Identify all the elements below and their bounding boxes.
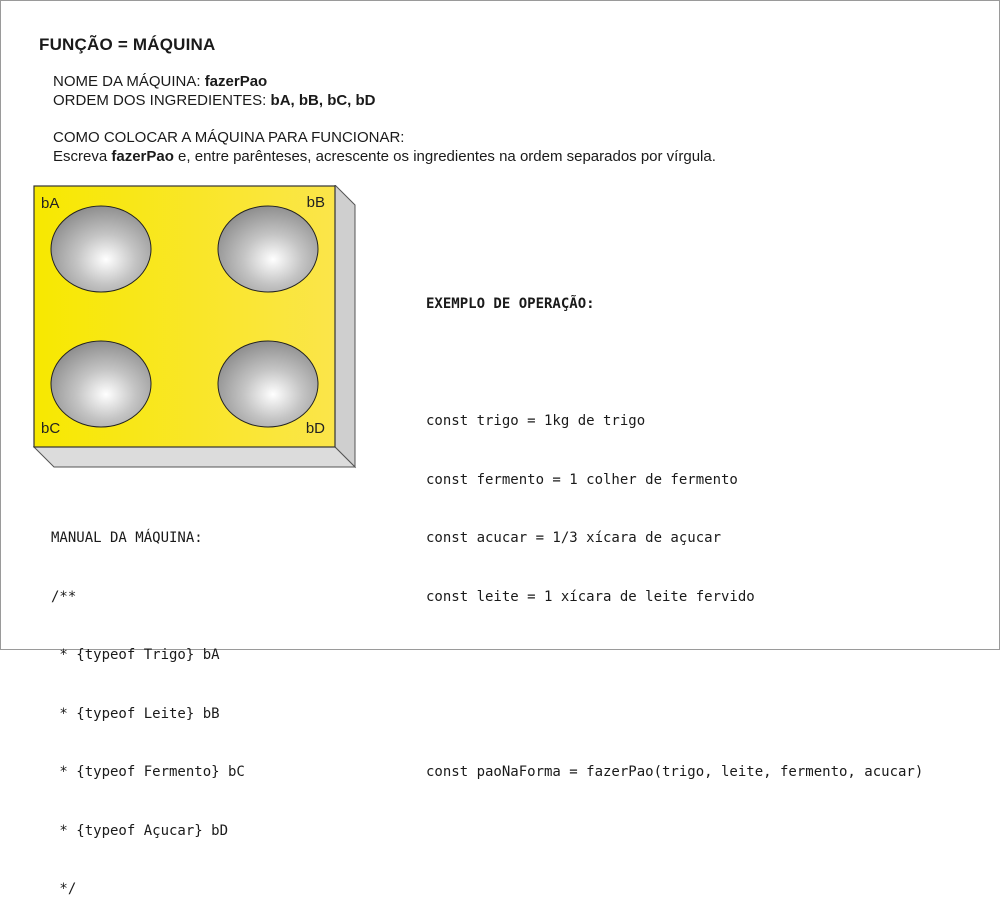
manual-line: /**	[51, 588, 77, 605]
howto-function-name: fazerPao	[111, 148, 174, 165]
howto-text: Escreva fazerPao e, entre parênteses, ac…	[53, 147, 716, 166]
machine-bottom-face	[33, 446, 357, 468]
manual-heading: MANUAL DA MÁQUINA:	[51, 530, 203, 546]
example-line: const leite = 1 xícara de leite fervido	[426, 588, 755, 605]
howto-text-before: Escreva	[53, 148, 112, 165]
manual-line: * {typeof Açucar} bD	[51, 822, 229, 839]
label-ba: bA	[41, 195, 59, 212]
ingredient-order-label: ORDEM DOS INGREDIENTES:	[53, 92, 271, 109]
manual-line: * {typeof Trigo} bA	[51, 647, 220, 663]
hole-bb	[217, 205, 319, 293]
example-call: const paoNaForma = fazerPao(trigo, leite…	[426, 764, 924, 780]
hole-bc	[50, 340, 152, 428]
hole-bd	[217, 340, 319, 428]
howto-heading: COMO COLOCAR A MÁQUINA PARA FUNCIONAR:	[53, 129, 405, 146]
example-spacer	[426, 354, 923, 374]
example-section: EXEMPLO DE OPERAÇÃO: const trigo = 1kg d…	[426, 256, 923, 802]
hole-ba	[50, 205, 152, 293]
manual-line: * {typeof Fermento} bC	[51, 764, 245, 780]
example-spacer	[426, 705, 923, 725]
ingredient-order-value: bA, bB, bC, bD	[270, 92, 376, 109]
machine-name-value: fazerPao	[204, 73, 268, 90]
label-bc: bC	[41, 420, 60, 437]
machine-svg: bA bB bC bD	[33, 185, 357, 469]
page-title: FUNÇÃO = MÁQUINA	[39, 35, 216, 54]
label-bd: bD	[306, 420, 325, 437]
machine-name-line: NOME DA MÁQUINA: fazerPao	[53, 72, 376, 91]
ingredient-order-line: ORDEM DOS INGREDIENTES: bA, bB, bC, bD	[53, 91, 376, 110]
example-heading: EXEMPLO DE OPERAÇÃO:	[426, 296, 595, 312]
example-line: const trigo = 1kg de trigo	[426, 413, 646, 429]
label-bb: bB	[307, 194, 325, 211]
machine-info: NOME DA MÁQUINA: fazerPao ORDEM DOS INGR…	[53, 72, 376, 110]
example-line: const fermento = 1 colher de fermento	[426, 471, 738, 488]
machine-illustration: bA bB bC bD	[33, 185, 363, 475]
howto-text-after: e, entre parênteses, acrescente os ingre…	[173, 148, 716, 165]
example-line: const acucar = 1/3 xícara de açucar	[426, 530, 722, 546]
howto-section: COMO COLOCAR A MÁQUINA PARA FUNCIONAR: E…	[53, 128, 716, 166]
manual-section: MANUAL DA MÁQUINA: /** * {typeof Trigo} …	[51, 490, 245, 919]
manual-line: * {typeof Leite} bB	[51, 705, 220, 722]
machine-side-face	[334, 185, 356, 469]
manual-line: */	[51, 881, 77, 897]
example-spacer	[426, 646, 923, 666]
machine-name-label: NOME DA MÁQUINA:	[53, 73, 205, 90]
